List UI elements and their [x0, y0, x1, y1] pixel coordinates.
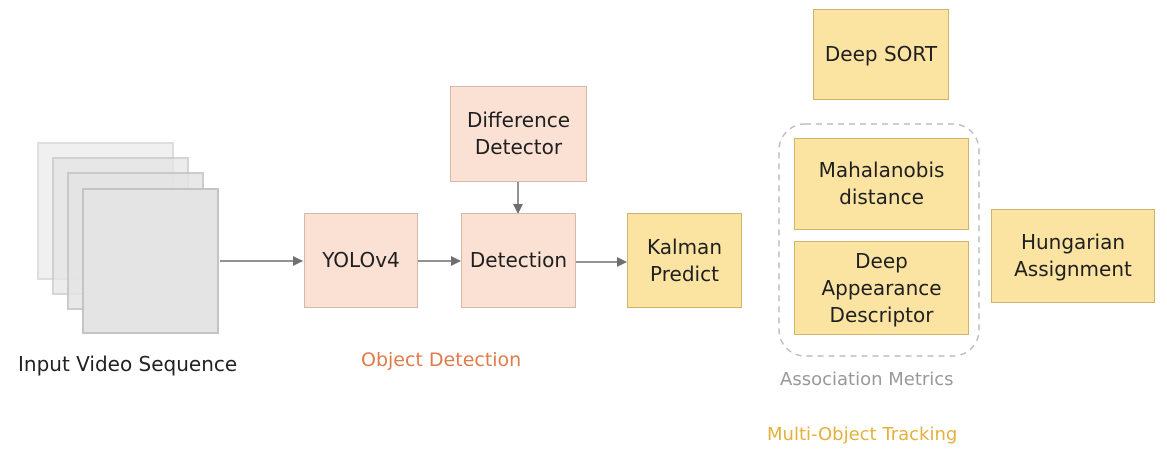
object-detection-label: Object Detection [361, 349, 522, 371]
appearance-descriptor-box: Deep Appearance Descriptor [794, 241, 969, 335]
input-label: Input Video Sequence [18, 352, 238, 376]
detection-box: Detection [461, 213, 576, 308]
mahalanobis-box: Mahalanobis distance [794, 138, 969, 230]
association-metrics-label: Association Metrics [780, 369, 954, 390]
kalman-predict-box: Kalman Predict [627, 213, 742, 308]
association-metrics-group [778, 123, 980, 357]
yolov4-box: YOLOv4 [304, 213, 418, 308]
difference-detector-box: Difference Detector [450, 86, 587, 182]
video-frame-4 [82, 188, 219, 334]
hungarian-assignment-box: Hungarian Assignment [991, 209, 1155, 303]
deep-sort-box: Deep SORT [813, 9, 949, 100]
multi-object-tracking-label: Multi-Object Tracking [767, 424, 958, 445]
